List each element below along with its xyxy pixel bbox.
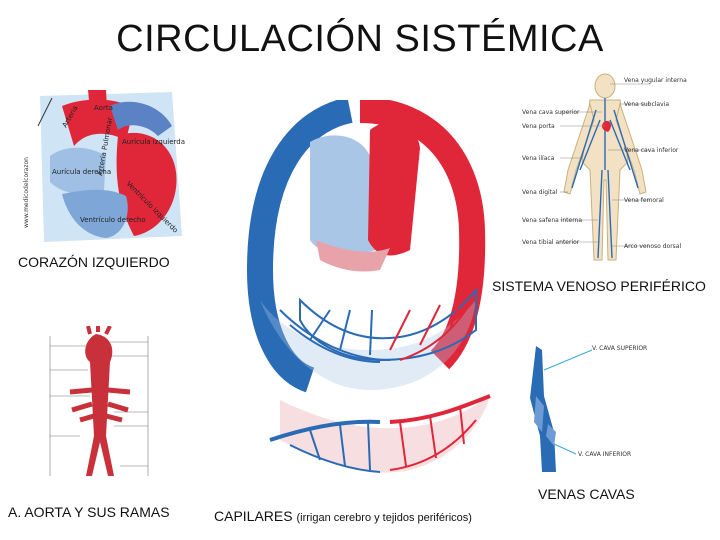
heart-label-aorta: Aorta xyxy=(94,104,113,112)
venous-label-l2: Vena ilíaca xyxy=(522,155,555,162)
venous-system-figure: Vena cava superior Vena porta Vena ilíac… xyxy=(522,73,687,261)
aorta-branches-diagram xyxy=(49,326,149,476)
venous-label-r4: Arco venoso dorsal xyxy=(624,243,681,250)
caption-aorta: A. AORTA Y SUS RAMAS xyxy=(8,504,170,520)
page-title: CIRCULACIÓN SISTÉMICA xyxy=(116,18,604,60)
venous-label-r2: Vena cava inferior xyxy=(624,147,679,154)
caption-venae-cavae: VENAS CAVAS xyxy=(538,486,635,502)
heart-anatomy-diagram: www.medicodelcorazon Arteria Aorta Arter… xyxy=(22,86,190,248)
heart-label-auricula-izquierda: Aurícula izquierda xyxy=(122,138,185,146)
site-watermark: www.medicodelcorazon xyxy=(23,157,30,228)
venous-label-r3: Vena femoral xyxy=(624,197,664,204)
venae-cavae-diagram: V. CAVA SUPERIOR V. CAVA INFERIOR xyxy=(530,345,647,472)
venous-label-l1: Vena porta xyxy=(522,123,555,130)
caption-capillaries-note: (irrigan cerebro y tejidos periféricos) xyxy=(296,512,472,524)
caption-capillaries: CAPILARES (irrigan cerebro y tejidos per… xyxy=(214,508,472,524)
venous-label-r1: Vena subclavia xyxy=(624,101,669,108)
heart-label-auricula-derecha: Aurícula derecha xyxy=(52,168,111,176)
caption-heart-left: CORAZÓN IZQUIERDO xyxy=(18,254,170,270)
cava-superior-label: V. CAVA SUPERIOR xyxy=(592,345,647,352)
venous-label-l3: Vena digital xyxy=(522,189,558,196)
heart-label-ventriculo-derecho: Ventrículo derecho xyxy=(80,216,146,224)
venous-label-l0: Vena cava superior xyxy=(522,109,580,116)
caption-capillaries-main: CAPILARES xyxy=(214,508,293,524)
venous-label-l5: Vena tibial anterior xyxy=(522,239,580,246)
caption-venous-system: SISTEMA VENOSO PERIFÉRICO xyxy=(492,278,706,294)
venous-label-r0: Vena yugular interna xyxy=(624,77,687,84)
systemic-circulation-diagram xyxy=(246,100,491,473)
venous-label-l4: Vena safena interna xyxy=(522,217,582,224)
cava-inferior-label: V. CAVA INFERIOR xyxy=(578,451,631,458)
